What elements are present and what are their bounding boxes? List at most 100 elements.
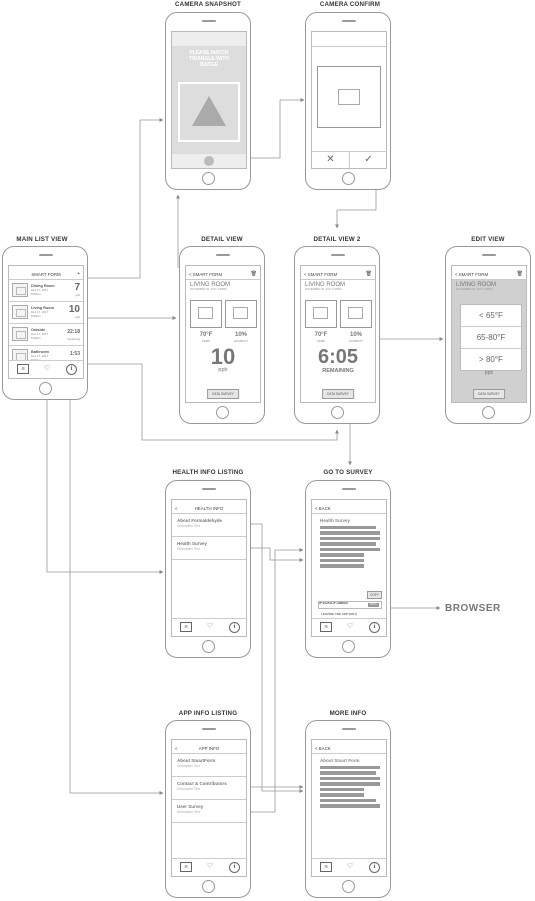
info-item-description: Description Text [177,524,200,528]
room-unit: ppb [75,315,80,319]
humidity-value: 10% [234,332,247,338]
edit-screen: < SMART FORM 🗑 LIVING ROOM NOVEMBER 30, … [451,265,527,403]
list-tab-icon[interactable]: ☰ [180,622,192,632]
room-date: NOVEMBER 30, 2017 3:38PM [305,288,342,291]
room-unit: monitoring [66,337,80,341]
room-title: LIVING ROOM [305,282,346,288]
temp-value: 70°F [314,332,328,338]
data-survey-button[interactable]: DATA SURVEY [322,389,354,399]
back-button[interactable]: < SMART FORM [304,272,338,277]
tab-bar: ☰ ♡ i [172,858,246,876]
info-tab-icon[interactable]: i [369,622,380,633]
more-info-text-placeholder [312,766,386,808]
survey-code: DF34JKDJF-358NDI [318,601,348,605]
health-tab-icon[interactable]: ♡ [346,863,354,870]
main-list-navbar: SMART FORM + [9,270,83,280]
temp-label: TEMP [201,339,211,343]
back-button[interactable]: < [175,746,178,751]
info-tab-icon[interactable]: i [369,862,380,873]
back-button[interactable]: < BACK [315,746,331,751]
room-thumbnail-icon [12,305,28,319]
camera-viewfinder [178,82,240,142]
tab-bar: ☰ ♡ i [172,618,246,636]
trash-icon[interactable]: 🗑 [365,271,372,277]
detail-navbar: < SMART FORM 🗑 [186,270,260,280]
photo-icon[interactable] [190,300,222,328]
phone-detail-2: < SMART FORM 🗑 LIVING ROOM NOVEMBER 30, … [294,246,380,424]
back-button[interactable]: < SMART FORM [189,272,223,277]
photo-icon[interactable] [225,300,257,328]
timer-value: 6:05 [317,346,359,368]
trash-icon[interactable]: 🗑 [250,271,257,277]
temperature-option[interactable]: > 80°F [479,355,503,364]
list-tab-icon[interactable]: ☰ [320,622,332,632]
list-tab-icon[interactable]: ☰ [17,364,29,374]
shutter-button[interactable] [204,156,214,166]
back-button[interactable]: < BACK [315,506,331,511]
reject-button[interactable]: ✕ [312,152,350,168]
okay-button[interactable]: OKAY [367,603,379,607]
arrow-bathroom-to-detail2 [79,363,339,441]
phone-edit: < SMART FORM 🗑 LIVING ROOM NOVEMBER 30, … [445,246,531,424]
label-app-info-listing: APP INFO LISTING [178,710,238,717]
back-button[interactable]: < SMART FORM [455,272,489,277]
photo-icon[interactable] [305,300,337,328]
humidity-label: HUMIDITY [233,339,249,343]
health-tab-icon[interactable]: ♡ [43,365,51,372]
room-date: Dec 17, 2017 8:00pm [31,310,49,318]
data-survey-button[interactable]: DATA SURVEY [473,389,505,399]
room-value: 10 [68,304,80,315]
info-tab-icon[interactable]: i [66,364,77,375]
add-button[interactable]: + [77,271,80,277]
health-tab-icon[interactable]: ♡ [346,623,354,630]
reading-value: 10 [210,344,236,369]
tab-bar: ☰ ♡ i [312,858,386,876]
reading-unit: ppb [218,367,228,373]
temperature-option[interactable]: 65-80°F [461,327,521,349]
arrow-add-to-camera [79,118,164,279]
health-tab-icon[interactable]: ♡ [206,623,214,630]
health-tab-icon[interactable]: ♡ [206,863,214,870]
survey-heading: Health Survey [320,518,351,523]
list-tab-icon[interactable]: ☰ [320,862,332,872]
data-survey-button[interactable]: DATA SURVEY [207,389,239,399]
survey-navbar: < BACK [312,504,386,514]
copy-button[interactable]: COPY [366,591,382,599]
info-tab-icon[interactable]: i [229,622,240,633]
list-tab-icon[interactable]: ☰ [180,862,192,872]
room-date: Dec 17, 2017 8:00pm [31,332,49,340]
info-item-description: Description Text [177,787,200,791]
room-thumbnail-icon [12,327,28,341]
arrow-usersurvey-to-gotosurvey [236,548,304,813]
temp-value: 70°F [199,332,213,338]
label-more-info: MORE INFO [329,710,367,717]
info-item-title: About Formaldehyde [177,518,223,523]
photo-icon[interactable] [340,300,372,328]
confirm-button[interactable]: ✓ [364,154,373,165]
temperature-option[interactable]: < 65°F [461,305,521,327]
arrow-info-tab [69,398,164,795]
trash-icon[interactable]: 🗑 [516,271,523,277]
back-button[interactable]: < [175,506,178,511]
info-tab-icon[interactable]: i [229,862,240,873]
triangle-badge-icon [192,96,226,126]
captured-image-icon [317,66,381,128]
health-info-navbar: < HEALTH INFO [172,504,246,514]
room-date: Dec 17, 2017 8:00pm [31,354,49,361]
room-date: NOVEMBER 30, 2017 3:38PM [456,288,493,291]
